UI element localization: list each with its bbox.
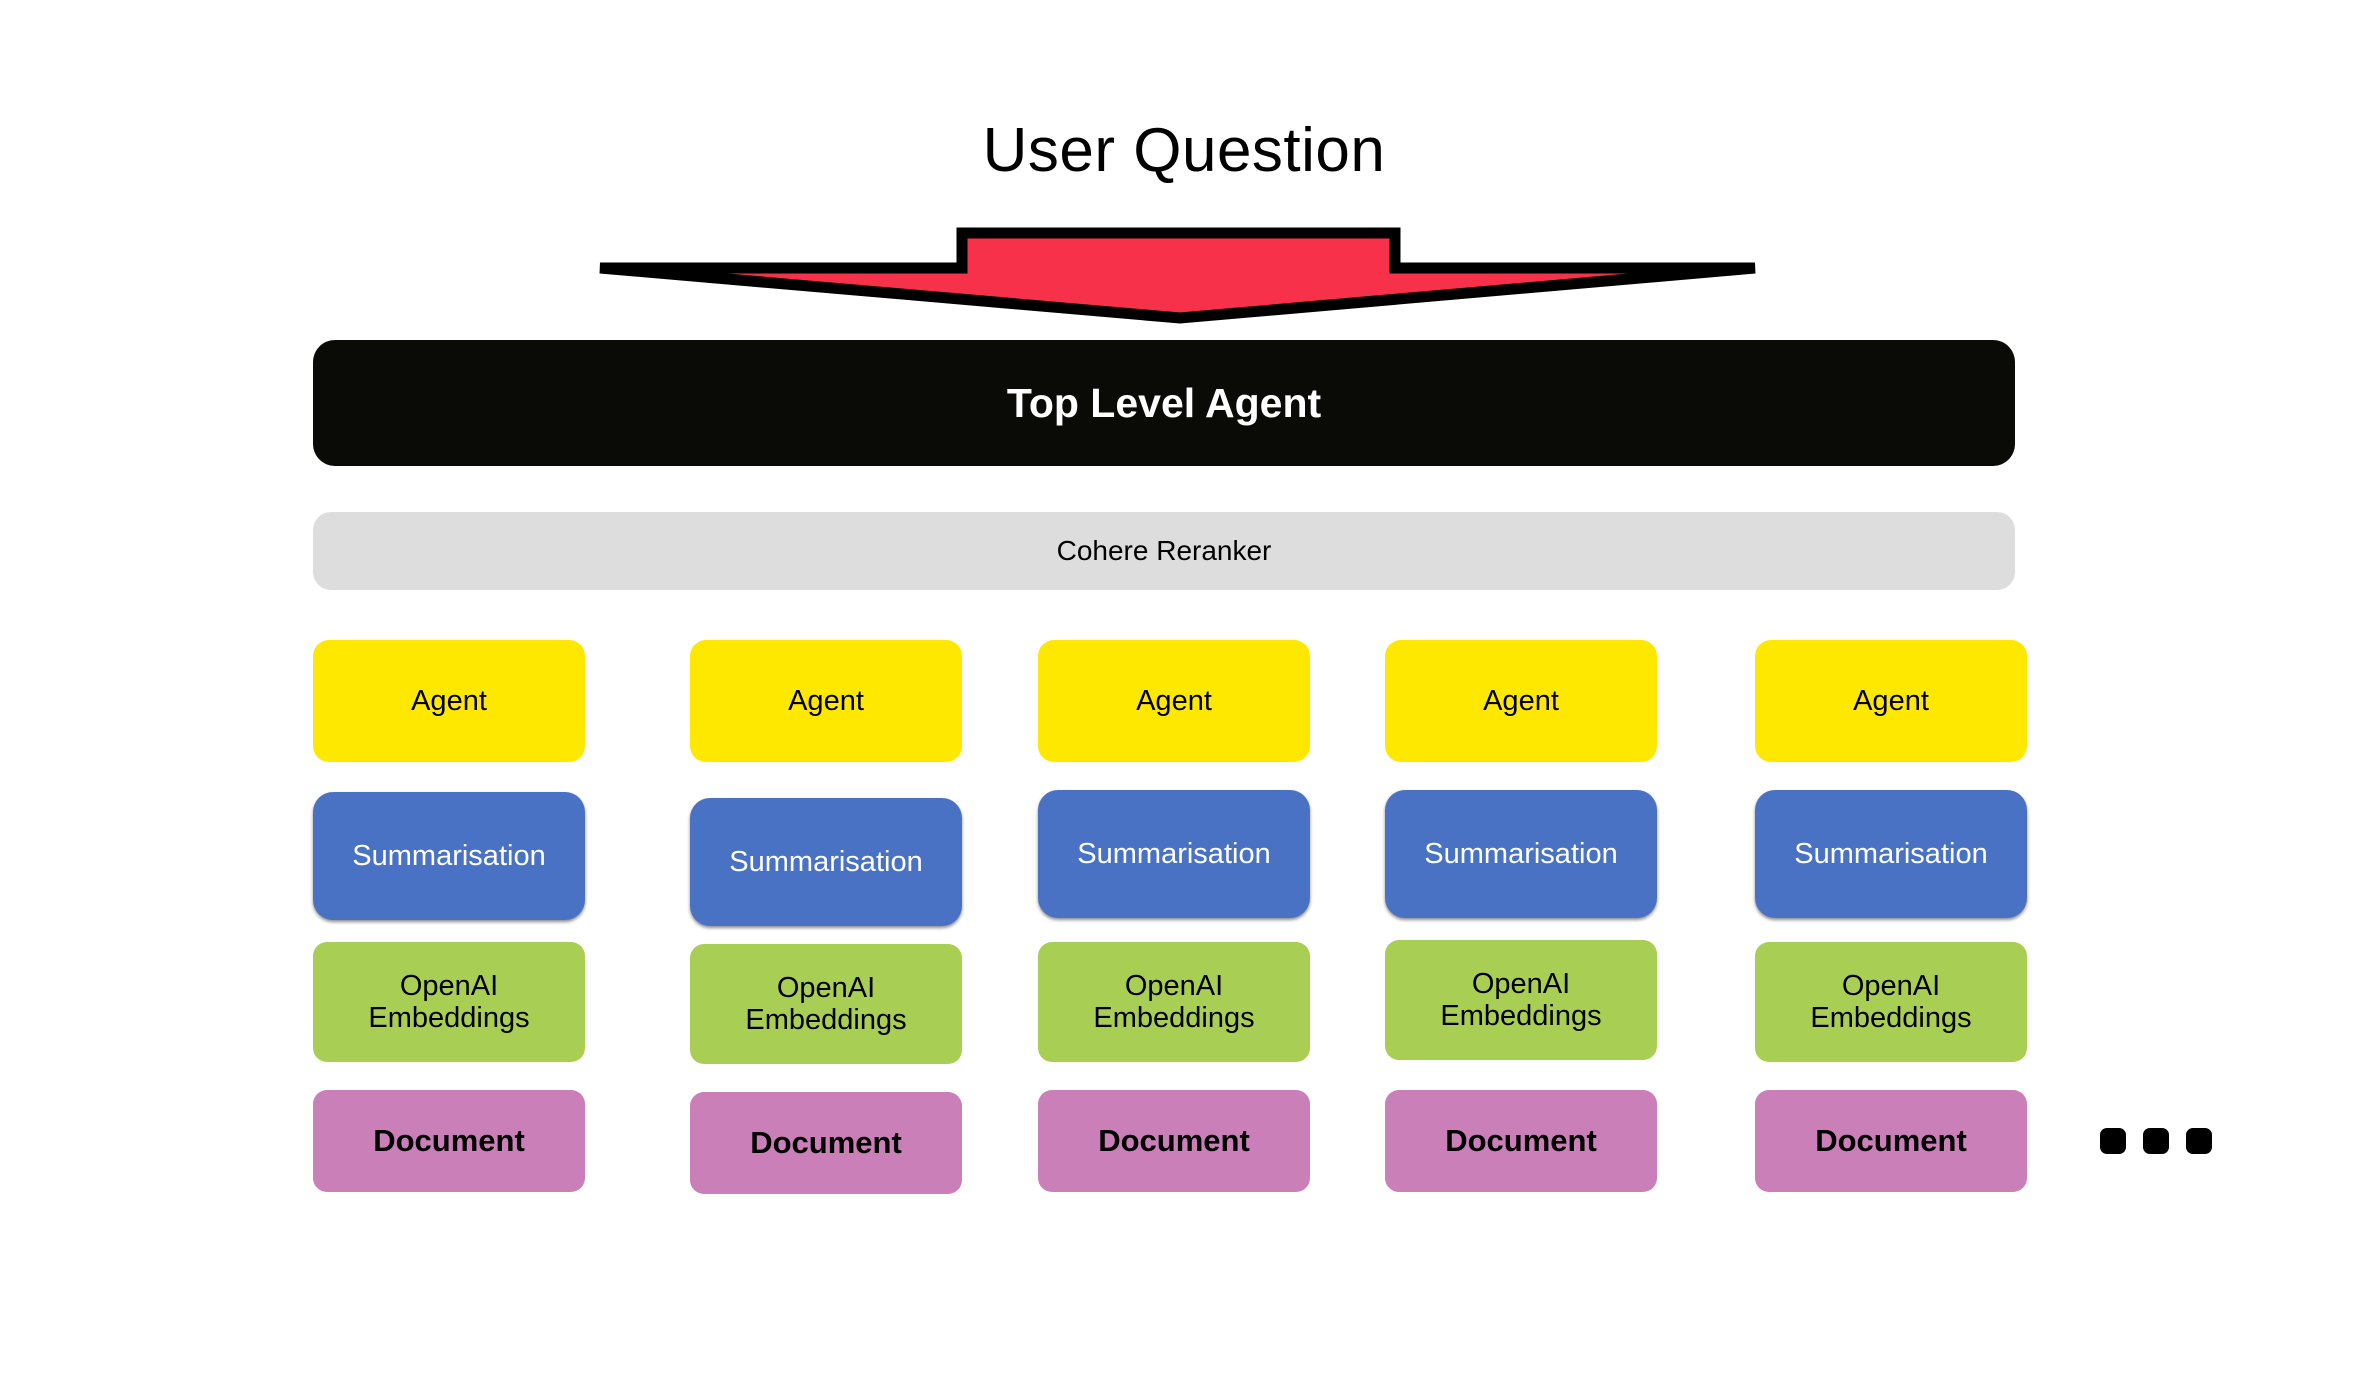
document-label: Document <box>373 1122 525 1158</box>
down-arrow-icon <box>580 220 1780 335</box>
document-box-1[interactable]: Document <box>313 1090 585 1192</box>
document-box-5[interactable]: Document <box>1755 1090 2027 1192</box>
embeddings-label: OpenAI Embeddings <box>1093 969 1255 1034</box>
page-title: User Question <box>982 116 1386 185</box>
cohere-reranker-bar[interactable]: Cohere Reranker <box>313 512 2015 590</box>
ellipsis-dot-3 <box>2186 1128 2212 1154</box>
embeddings-label: OpenAI Embeddings <box>368 969 530 1034</box>
agent-label: Agent <box>788 684 864 717</box>
embeddings-label: OpenAI Embeddings <box>1440 967 1602 1032</box>
top-level-agent-bar[interactable]: Top Level Agent <box>313 340 2015 466</box>
agent-box-4[interactable]: Agent <box>1385 640 1657 762</box>
embeddings-box-4[interactable]: OpenAI Embeddings <box>1385 940 1657 1060</box>
arrow-shape <box>599 227 1756 324</box>
ellipsis-icon <box>2100 1128 2212 1154</box>
embeddings-box-1[interactable]: OpenAI Embeddings <box>313 942 585 1062</box>
embeddings-box-5[interactable]: OpenAI Embeddings <box>1755 942 2027 1062</box>
summarisation-box-2[interactable]: Summarisation <box>690 798 962 926</box>
top-level-agent-label: Top Level Agent <box>1006 379 1322 426</box>
agent-label: Agent <box>411 684 487 717</box>
embeddings-box-2[interactable]: OpenAI Embeddings <box>690 944 962 1064</box>
ellipsis-dot-2 <box>2143 1128 2169 1154</box>
agent-box-5[interactable]: Agent <box>1755 640 2027 762</box>
summarisation-box-1[interactable]: Summarisation <box>313 792 585 920</box>
summarisation-label: Summarisation <box>729 845 923 878</box>
document-label: Document <box>1445 1122 1597 1158</box>
summarisation-label: Summarisation <box>1794 837 1988 870</box>
summarisation-label: Summarisation <box>1077 837 1271 870</box>
document-label: Document <box>1815 1122 1967 1158</box>
embeddings-label: OpenAI Embeddings <box>1810 969 1972 1034</box>
document-box-4[interactable]: Document <box>1385 1090 1657 1192</box>
ellipsis-dot-1 <box>2100 1128 2126 1154</box>
summarisation-box-3[interactable]: Summarisation <box>1038 790 1310 918</box>
document-label: Document <box>1098 1122 1250 1158</box>
embeddings-box-3[interactable]: OpenAI Embeddings <box>1038 942 1310 1062</box>
summarisation-label: Summarisation <box>352 839 546 872</box>
agent-label: Agent <box>1853 684 1929 717</box>
embeddings-label: OpenAI Embeddings <box>745 971 907 1036</box>
agent-label: Agent <box>1136 684 1212 717</box>
agent-box-2[interactable]: Agent <box>690 640 962 762</box>
cohere-reranker-label: Cohere Reranker <box>1056 535 1272 566</box>
pipeline-column-1: Agent Summarisation OpenAI Embeddings Do… <box>313 0 585 1380</box>
pipeline-column-4: Agent Summarisation OpenAI Embeddings Do… <box>1385 0 1657 1380</box>
agent-label: Agent <box>1483 684 1559 717</box>
summarisation-box-4[interactable]: Summarisation <box>1385 790 1657 918</box>
pipeline-column-3: Agent Summarisation OpenAI Embeddings Do… <box>1038 0 1310 1380</box>
pipeline-column-2: Agent Summarisation OpenAI Embeddings Do… <box>690 0 962 1380</box>
agent-box-1[interactable]: Agent <box>313 640 585 762</box>
pipeline-column-5: Agent Summarisation OpenAI Embeddings Do… <box>1755 0 2027 1380</box>
document-label: Document <box>750 1124 902 1160</box>
down-arrow-svg <box>599 227 1756 324</box>
agent-box-3[interactable]: Agent <box>1038 640 1310 762</box>
summarisation-label: Summarisation <box>1424 837 1618 870</box>
document-box-2[interactable]: Document <box>690 1092 962 1194</box>
document-box-3[interactable]: Document <box>1038 1090 1310 1192</box>
summarisation-box-5[interactable]: Summarisation <box>1755 790 2027 918</box>
